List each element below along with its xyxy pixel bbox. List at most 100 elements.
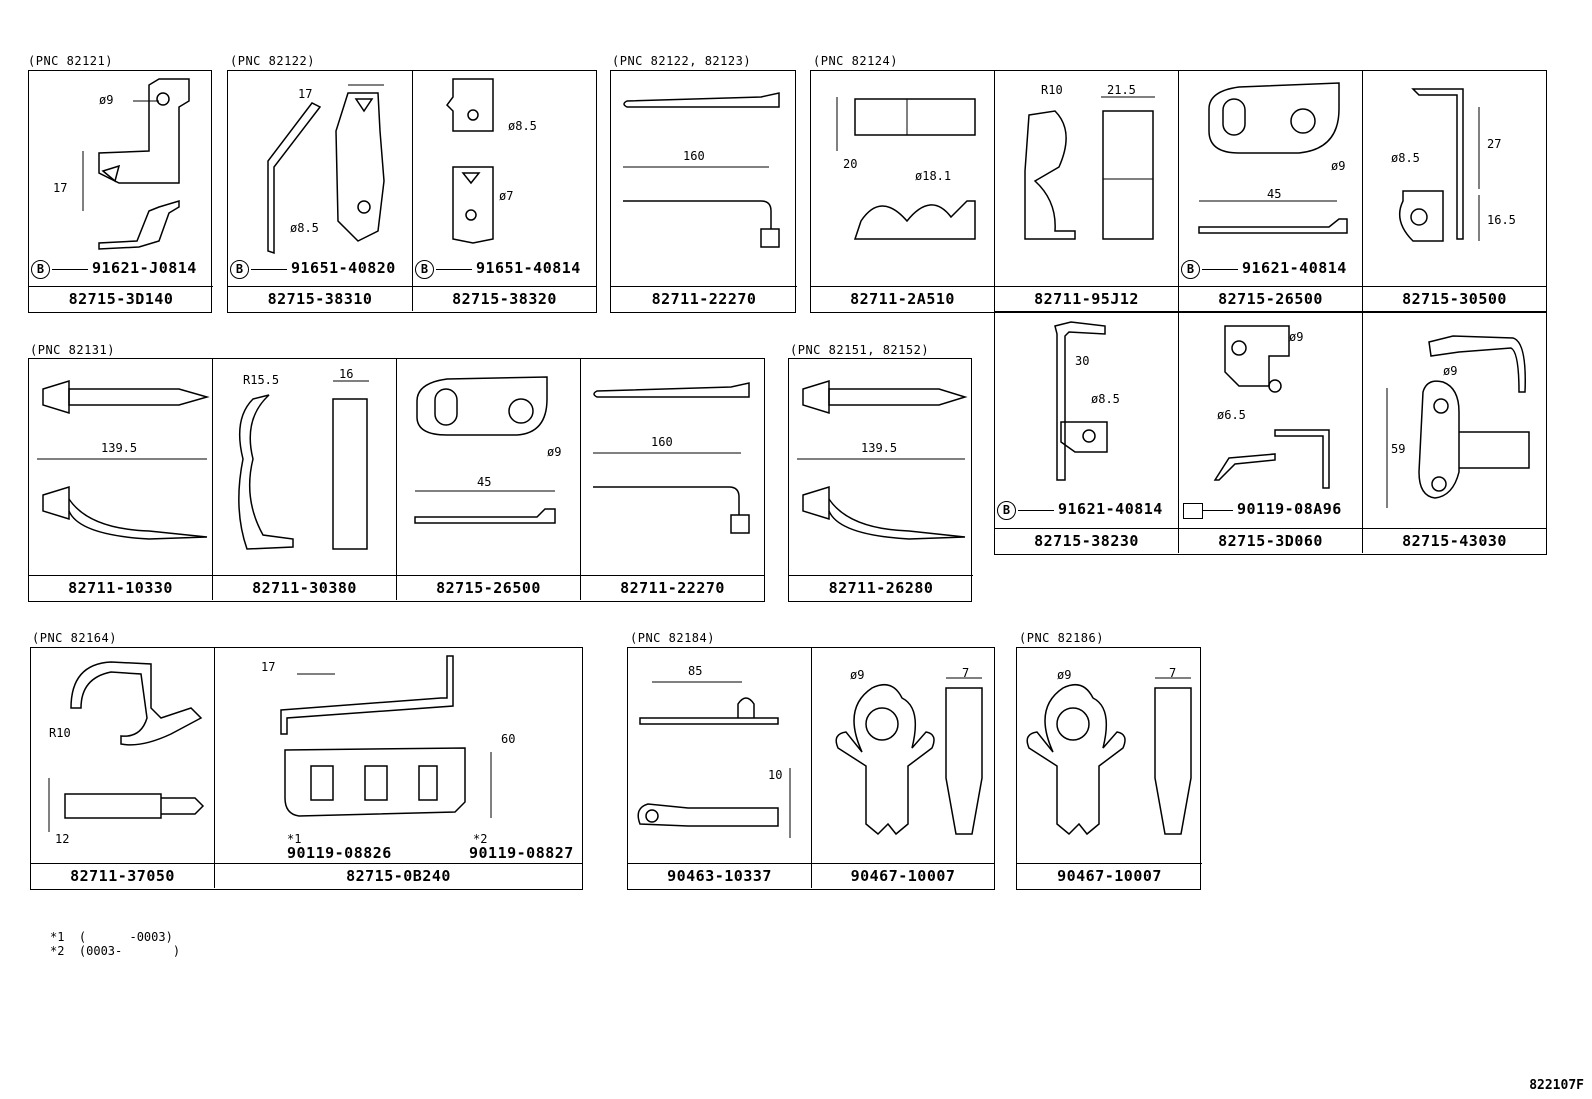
part-cell[interactable]: ø9 45 82715-26500 — [397, 359, 581, 600]
part-number: 82711-30380 — [213, 575, 396, 600]
bracket-drawing — [413, 71, 596, 285]
part-frame: 139.5 82711-10330 R15.5 16 82711-30380 ø… — [28, 358, 765, 602]
part-cell[interactable]: 139.5 82711-10330 — [29, 359, 213, 600]
part-cell[interactable]: 27 ø8.5 16.5 82715-30500 — [1363, 71, 1546, 311]
dim-label: *2 — [473, 832, 488, 846]
dim-label: 160 — [651, 435, 673, 449]
pnc-label: (PNC 82186) — [1019, 631, 1104, 645]
part-number: 82715-26500 — [397, 575, 580, 600]
bracket-drawing — [995, 312, 1179, 526]
dim-label: ø9 — [99, 93, 114, 107]
dim-label: ø9 — [547, 445, 562, 459]
part-cell[interactable]: ø9 59 82715-43030 — [1363, 312, 1546, 553]
part-cell[interactable]: R10 12 82711-37050 — [31, 648, 215, 888]
part-cell[interactable]: ø9 7 90467-10007 — [1017, 648, 1202, 888]
bracket-drawing — [1363, 312, 1546, 526]
part-frame: 139.5 82711-26280 — [788, 358, 973, 602]
callout[interactable]: B 91621-J0814 — [31, 259, 197, 279]
pnc-label: (PNC 82122) — [230, 54, 315, 68]
dim-label: 17 — [53, 181, 68, 195]
clip-drawing — [812, 648, 994, 862]
part-cell[interactable]: 160 82711-22270 — [581, 359, 764, 600]
pnc-label: (PNC 82124) — [813, 54, 898, 68]
part-cell[interactable]: ø9 17 B 91621-J0814 82715-3D140 — [29, 71, 213, 311]
callout[interactable]: B 91651-40814 — [415, 259, 581, 279]
callout[interactable]: 90119-08A96 — [1183, 500, 1342, 519]
part-cell[interactable]: 17 60 *1 90119-08826 *2 90119-08827 8271… — [215, 648, 582, 888]
part-number: 82715-3D140 — [29, 286, 213, 311]
bracket-drawing — [29, 71, 213, 285]
part-cell[interactable]: R15.5 16 82711-30380 — [213, 359, 397, 600]
dim-label: ø8.5 — [508, 119, 537, 133]
dim-label: 139.5 — [861, 441, 898, 455]
dim-label: ø9 — [1331, 159, 1346, 173]
callout[interactable]: B 91621-40814 — [1181, 259, 1347, 279]
pnc-label: (PNC 82151, 82152) — [790, 343, 930, 357]
cable-tie-drawing — [581, 359, 764, 573]
part-frame: ø9 17 B 91621-J0814 82715-3D140 — [28, 70, 213, 313]
dim-label: ø9 — [1443, 364, 1458, 378]
dim-label: 59 — [1391, 442, 1406, 456]
pnc-label: (PNC 82184) — [630, 631, 715, 645]
b-circle-icon: B — [230, 260, 249, 279]
dim-label: 45 — [477, 475, 492, 489]
dim-label: 12 — [55, 832, 70, 846]
part-cell[interactable]: R10 21.5 82711-95J12 — [995, 71, 1179, 311]
clamp-drawing — [995, 71, 1179, 285]
dim-label: *1 — [287, 832, 302, 846]
dim-label: 45 — [1267, 187, 1282, 201]
footnotes: *1 ( -0003)*2 (0003- ) — [50, 930, 180, 958]
dim-label: 21.5 — [1107, 83, 1136, 97]
b-circle-icon: B — [31, 260, 50, 279]
bolt-icon — [1183, 502, 1203, 519]
part-cell[interactable]: 85 10 90463-10337 — [628, 648, 812, 888]
dim-label: 85 — [688, 664, 703, 678]
part-number: 82715-0B240 — [215, 863, 582, 888]
callout[interactable]: B 91651-40820 — [230, 259, 396, 279]
part-cell[interactable]: ø9 ø6.5 90119-08A96 82715-3D060 — [1179, 312, 1363, 553]
callout-part-number: 91621-40814 — [1242, 259, 1347, 277]
clamp-drawing — [213, 359, 397, 573]
b-circle-icon: B — [997, 501, 1016, 520]
part-number: 82715-3D060 — [1179, 528, 1362, 553]
dim-label: 10 — [768, 768, 783, 782]
figure-id: 822107F — [1529, 1078, 1584, 1093]
callout-part-number: 91651-40814 — [476, 259, 581, 277]
cable-tie-drawing — [611, 71, 797, 285]
part-cell[interactable]: 160 82711-22270 — [611, 71, 797, 311]
b-circle-icon: B — [415, 260, 434, 279]
clamp-drawing — [31, 648, 215, 862]
bracket-drawing — [215, 648, 582, 862]
part-cell[interactable]: 20 ø18.1 82711-2A510 — [811, 71, 995, 311]
part-number: 82711-22270 — [581, 575, 764, 600]
bracket-drawing — [1179, 71, 1363, 285]
part-number: 82711-22270 — [611, 286, 797, 311]
pnc-label: (PNC 82131) — [30, 343, 115, 357]
part-number: 82715-38230 — [995, 528, 1178, 553]
part-cell[interactable]: 139.5 82711-26280 — [789, 359, 973, 600]
part-number: 90467-10007 — [1017, 863, 1202, 888]
callout-part-number: 91621-J0814 — [92, 259, 197, 277]
clip-drawing — [628, 648, 812, 862]
part-number: 82715-43030 — [1363, 528, 1546, 553]
leader-line — [1202, 269, 1238, 270]
dim-label: ø8.5 — [1391, 151, 1420, 165]
part-cell[interactable]: ø9 7 90467-10007 — [812, 648, 994, 888]
dim-label: 7 — [962, 666, 970, 680]
dim-label: 90119-08826 — [287, 844, 392, 862]
part-number: 90467-10007 — [812, 863, 994, 888]
dim-label: ø9 — [850, 668, 865, 682]
dim-label: ø6.5 — [1217, 408, 1246, 422]
b-circle-icon: B — [1181, 260, 1200, 279]
callout-part-number: 91651-40820 — [291, 259, 396, 277]
dim-label: 17 — [261, 660, 276, 674]
callout-part-number: 90119-08A96 — [1237, 500, 1342, 518]
dim-label: 20 — [843, 157, 858, 171]
